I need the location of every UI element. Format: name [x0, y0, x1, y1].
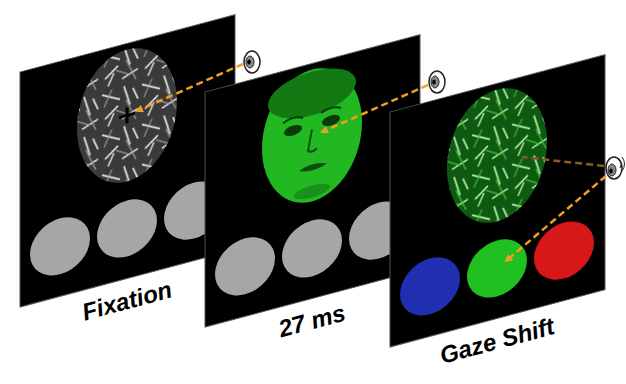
- gaze-arrow: [137, 64, 243, 111]
- face-panel: [205, 35, 420, 327]
- eye-icon: [429, 71, 445, 93]
- response-panel: [390, 55, 605, 347]
- previous-gaze-line: [522, 157, 604, 166]
- gaze-arrow: [506, 176, 606, 261]
- fixation-panel: [20, 15, 235, 307]
- eye-icon: [606, 157, 625, 179]
- eye-icon: [244, 51, 260, 73]
- gaze-arrow: [322, 85, 428, 132]
